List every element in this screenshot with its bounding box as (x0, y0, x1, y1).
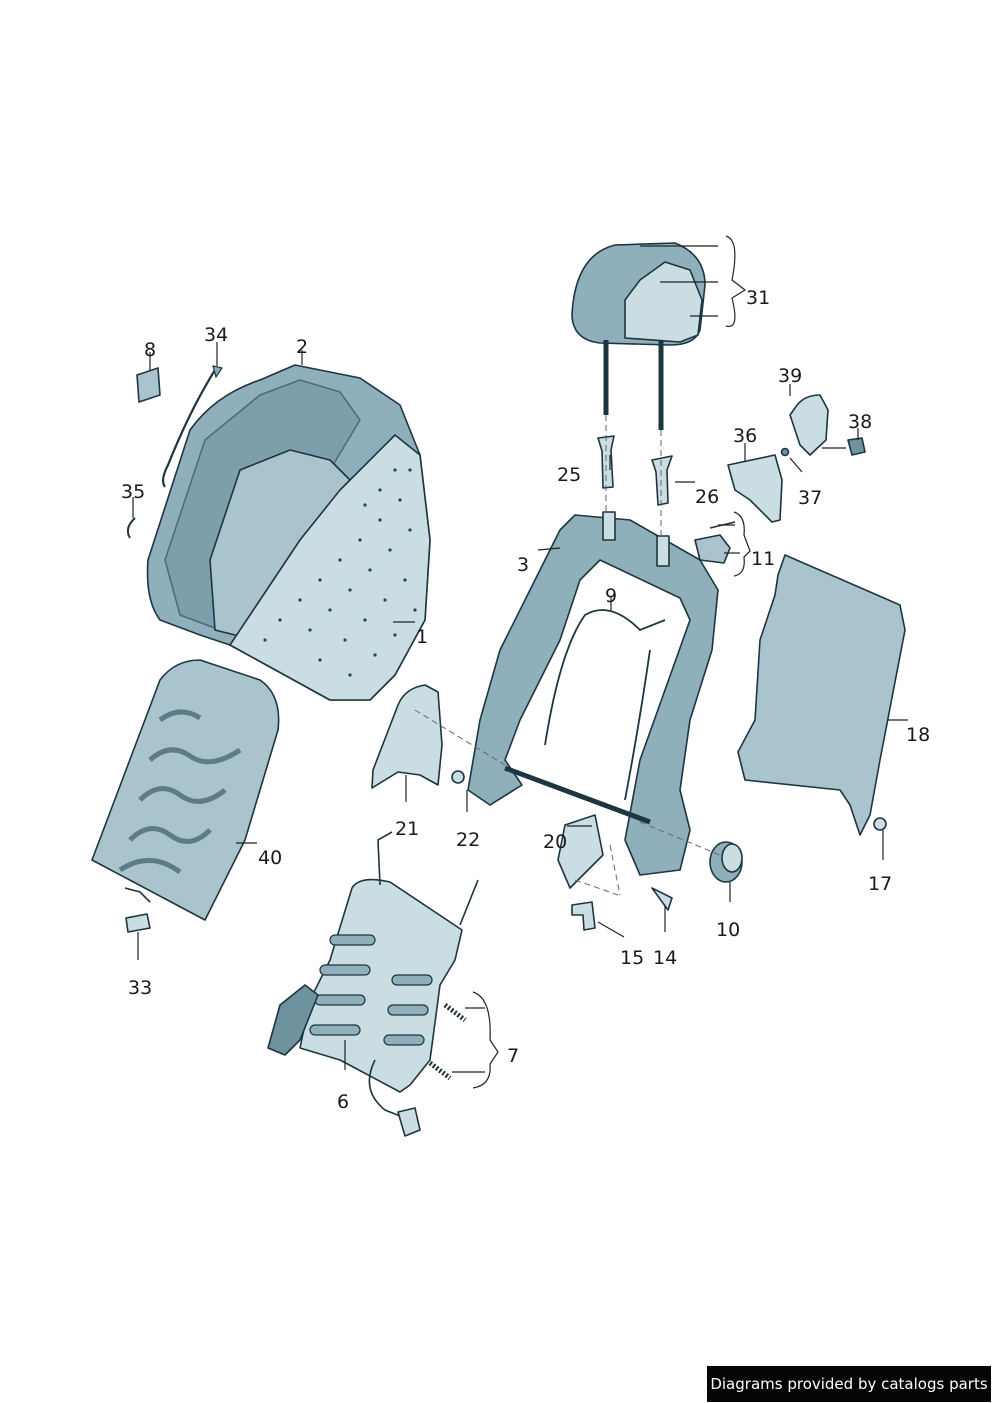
callout-1: 1 (416, 626, 428, 648)
callout-11: 11 (751, 548, 775, 570)
guide-part-25 (597, 435, 615, 489)
backrest-frame-part-3 (467, 511, 719, 876)
guide-part-26 (651, 455, 673, 506)
backrest-cover-part (146, 364, 431, 701)
clip-part-33 (125, 913, 151, 933)
back-panel-part-18 (737, 554, 906, 836)
callout-38: 38 (848, 411, 872, 433)
callout-36: 36 (733, 425, 757, 447)
callout-7: 7 (507, 1045, 519, 1067)
clip-part-17 (873, 817, 887, 831)
callout-9: 9 (605, 585, 617, 607)
callout-25: 25 (557, 464, 581, 486)
callout-17: 17 (868, 873, 892, 895)
callout-10: 10 (716, 919, 740, 941)
callout-31: 31 (746, 287, 770, 309)
cable-part-9 (544, 609, 666, 801)
clip-part-15 (571, 901, 596, 931)
callout-40: 40 (258, 847, 282, 869)
clip-part-38 (847, 437, 866, 456)
spring-part-7 (428, 1003, 467, 1080)
side-cover-part-21 (371, 684, 443, 789)
connector-part-11 (694, 521, 736, 564)
bracket-part-36 (727, 454, 783, 523)
callout-labels: 1 2 3 6 7 8 9 10 11 14 15 17 18 20 21 22… (121, 287, 930, 1113)
callout-33: 33 (128, 977, 152, 999)
callout-39: 39 (778, 365, 802, 387)
callout-14: 14 (653, 947, 677, 969)
callout-21: 21 (395, 818, 419, 840)
headrest-part-31 (571, 242, 706, 430)
screw-part-14 (651, 887, 673, 911)
callout-15: 15 (620, 947, 644, 969)
callout-8: 8 (144, 339, 156, 361)
callout-26: 26 (695, 486, 719, 508)
foam-pad-part-40 (91, 659, 280, 921)
screw-part-37 (780, 447, 790, 457)
patch-part-8 (136, 367, 161, 403)
callout-3: 3 (517, 554, 529, 576)
wire-part-34 (161, 365, 223, 488)
screw-part-22 (451, 770, 465, 784)
knob-part-10 (709, 841, 743, 883)
callout-22: 22 (456, 829, 480, 851)
callout-35: 35 (121, 481, 145, 503)
credit-banner: Diagrams provided by catalogs parts (707, 1366, 991, 1402)
callout-20: 20 (543, 831, 567, 853)
lumbar-support-part-6 (267, 831, 479, 1137)
callout-18: 18 (906, 724, 930, 746)
callout-34: 34 (204, 324, 228, 346)
callout-2: 2 (296, 336, 308, 358)
bracket-part-20 (557, 814, 604, 889)
trim-part-39 (789, 394, 829, 456)
leader-lines (132, 235, 908, 1089)
clip-part-35 (126, 517, 136, 539)
callout-6: 6 (337, 1091, 349, 1113)
assembly-guide-lines (414, 415, 721, 896)
callout-37: 37 (798, 487, 822, 509)
